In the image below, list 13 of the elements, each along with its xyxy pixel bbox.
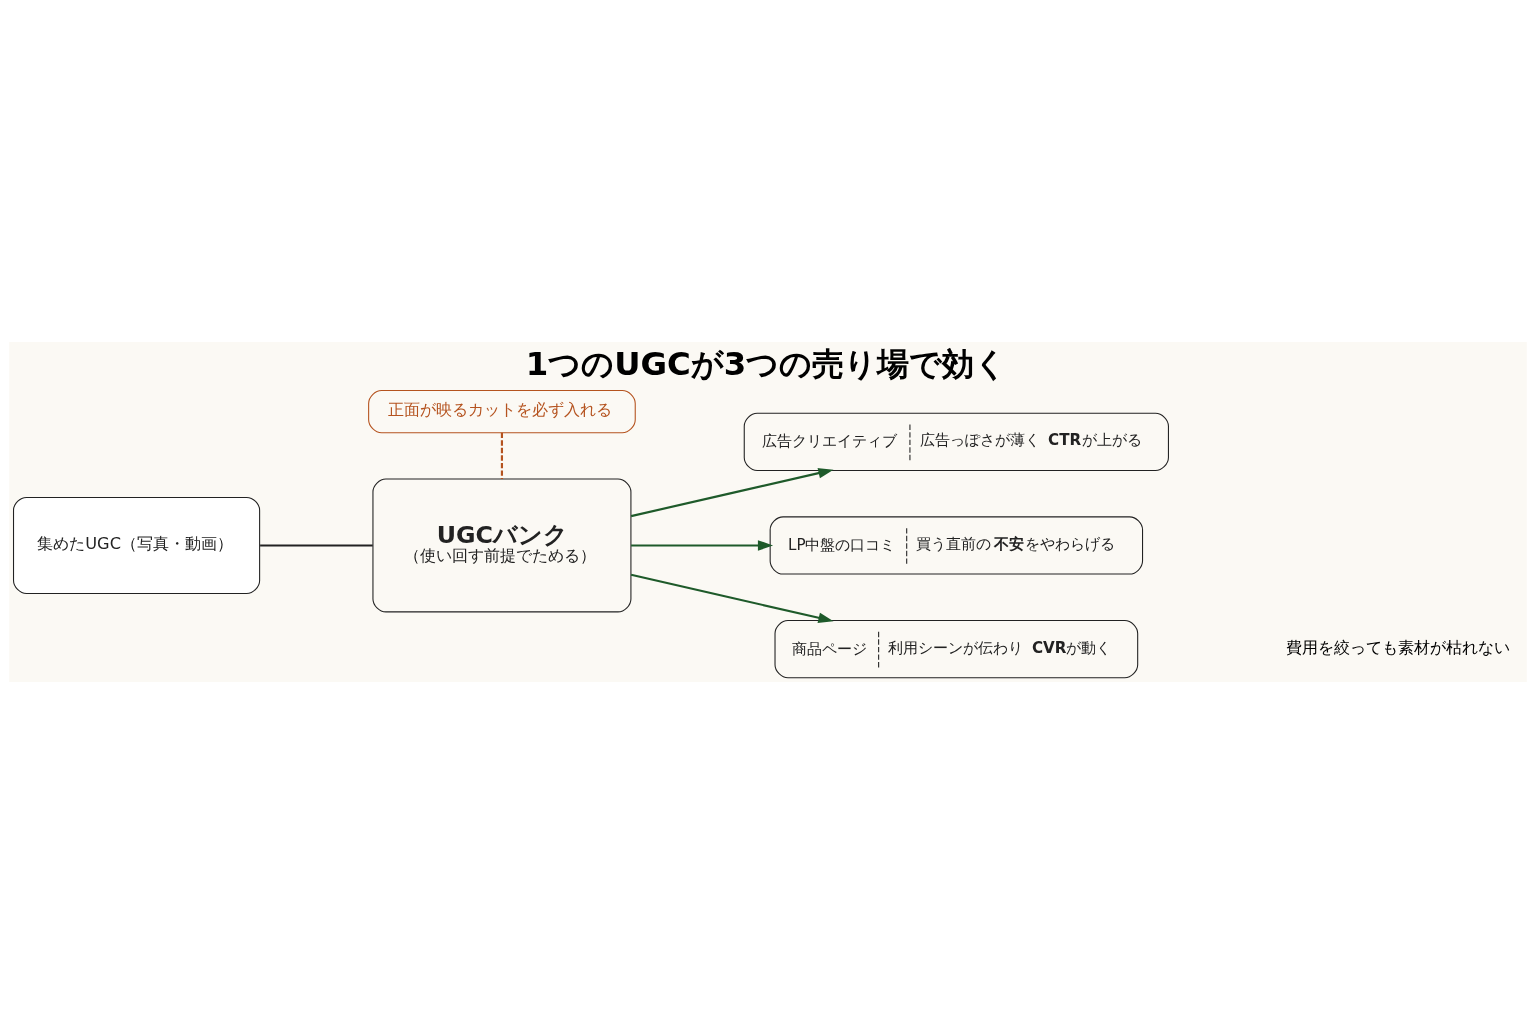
node-box: 商品ページ 利用シーンが伝わり CVRが動く bbox=[774, 619, 1139, 679]
node-box: LP中盤の口コミ 買う直前の不安をやわらげる bbox=[769, 516, 1144, 575]
arrow bbox=[630, 573, 834, 623]
connector bbox=[500, 432, 503, 480]
arrow bbox=[630, 467, 834, 518]
arrow bbox=[631, 540, 774, 551]
diagram-title: 1つのUGCが3つの売り場で効く bbox=[525, 345, 1008, 384]
label: 費用を絞っても素材が枯れない bbox=[1286, 637, 1511, 657]
node-box: 集めたUGC（写真・動画） bbox=[13, 496, 261, 595]
node-box: 正面が映るカットを必ず入れる bbox=[368, 390, 636, 434]
connector bbox=[260, 544, 373, 547]
node-box: UGCバンク （使い回す前提でためる） bbox=[372, 478, 632, 613]
node-box: 広告クリエイティブ 広告っぽさが薄く CTRが上がる bbox=[743, 412, 1169, 471]
